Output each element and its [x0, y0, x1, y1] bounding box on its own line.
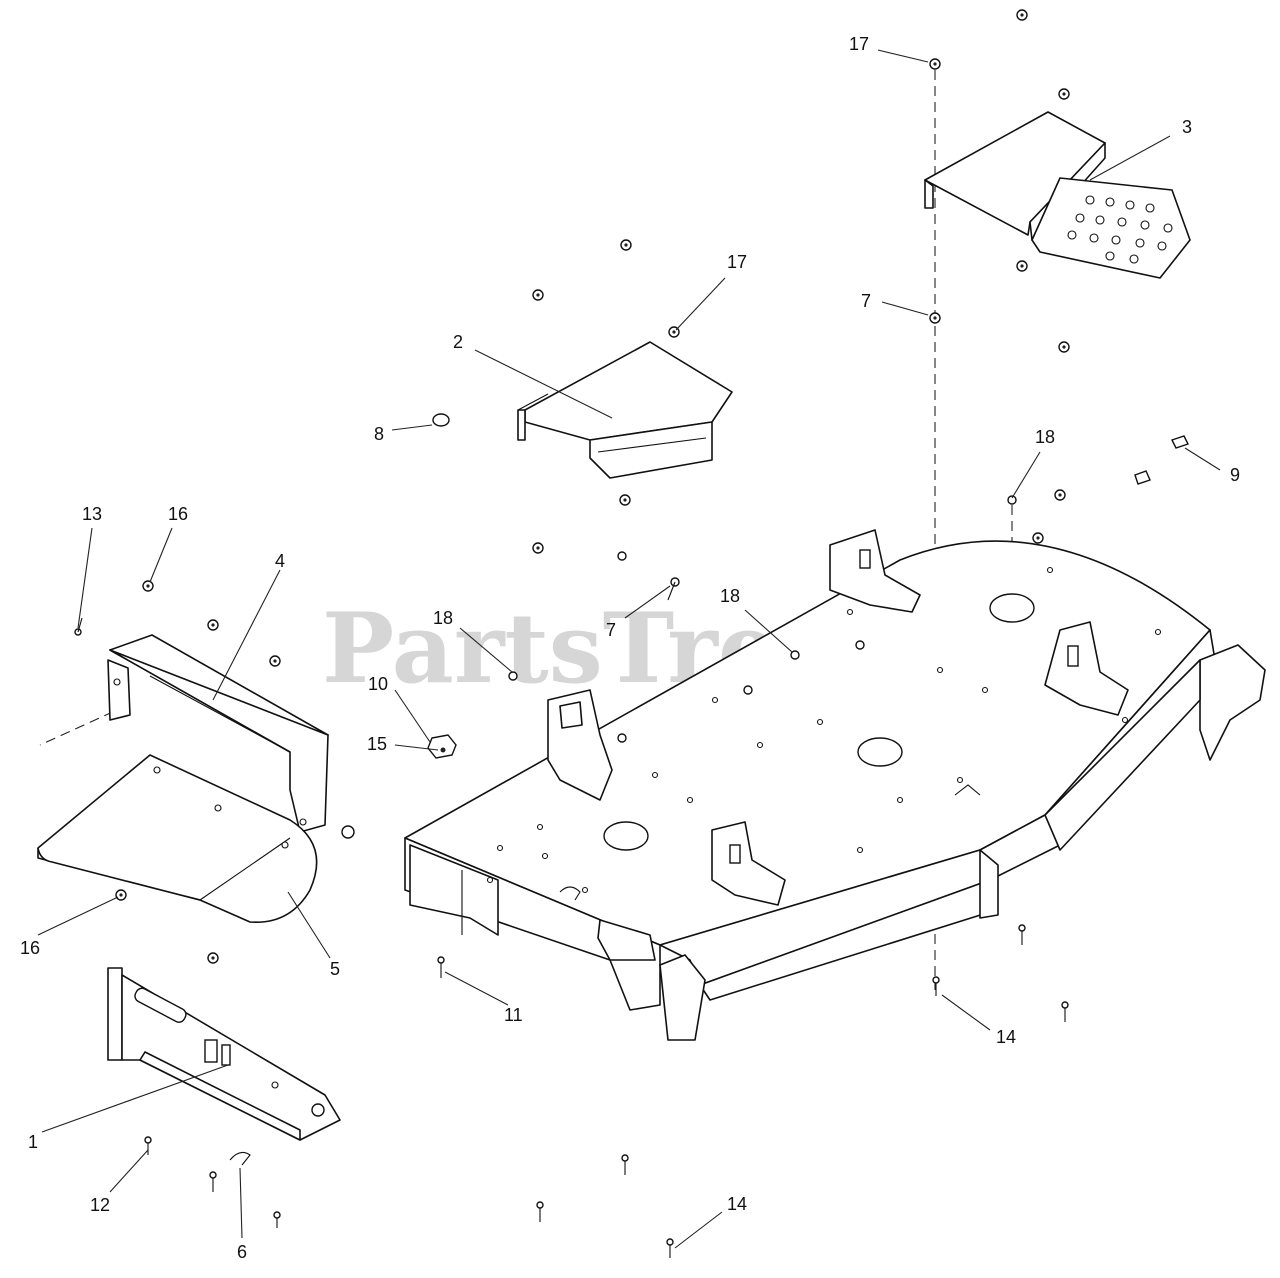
perforation-holes [1067, 195, 1173, 264]
hex-nut [532, 289, 544, 301]
callout-11: 11 [504, 1005, 523, 1025]
hex-nut [929, 312, 941, 324]
hex-nut [142, 580, 154, 592]
carriage-bolt [437, 956, 445, 978]
carriage-bolt [273, 1211, 281, 1228]
callout-16-lower: 16 [20, 938, 40, 958]
hex-nut [1032, 532, 1044, 544]
bolt [74, 617, 83, 636]
bolt [1007, 495, 1017, 505]
carriage-bolt [1018, 924, 1026, 945]
hex-nut [929, 58, 941, 70]
spindle-bracket-center [711, 821, 786, 906]
callout-3: 3 [1182, 117, 1192, 137]
part-5-baffle [37, 754, 318, 923]
callout-9: 9 [1230, 465, 1240, 485]
bolt [790, 650, 800, 660]
callout-8: 8 [374, 424, 384, 444]
hex-nut [1058, 341, 1070, 353]
part-9-clip [1134, 435, 1189, 485]
part-3-deflector [924, 111, 1191, 279]
callout-4: 4 [275, 551, 285, 571]
carriage-bolt [932, 976, 940, 996]
leader-lines [37, 49, 1221, 1249]
hex-nut [620, 239, 632, 251]
hex-nut [207, 952, 219, 964]
hex-nut [532, 542, 544, 554]
part-10-lock-nut [427, 734, 457, 759]
callout-2: 2 [453, 332, 463, 352]
hex-nut [1054, 489, 1066, 501]
callout-17-upper: 17 [849, 34, 869, 54]
hex-nut [1016, 260, 1028, 272]
callout-7-lower: 7 [606, 620, 616, 640]
spindle-bracket-left [547, 689, 613, 801]
carriage-bolt [1061, 1001, 1069, 1022]
mower-deck [404, 529, 1266, 1041]
callout-18-left: 18 [433, 608, 453, 628]
bolt [341, 825, 355, 839]
callout-14-right: 14 [996, 1027, 1016, 1047]
callout-18-center: 18 [720, 586, 740, 606]
bolt [667, 577, 680, 601]
callout-13: 13 [82, 504, 102, 524]
callout-5: 5 [330, 959, 340, 979]
part-8-washer [432, 413, 450, 427]
hex-nut [115, 889, 127, 901]
callout-7-upper: 7 [861, 291, 871, 311]
spindle-bracket-right [1044, 621, 1129, 716]
callout-14-bottom: 14 [727, 1194, 747, 1214]
part-2-deflector [517, 341, 733, 479]
part-15-pin [440, 747, 446, 753]
bolt [617, 733, 627, 743]
hex-nut [619, 494, 631, 506]
callout-15: 15 [367, 734, 387, 754]
part-6-hairpin [229, 1151, 251, 1166]
carriage-bolt [536, 1201, 544, 1222]
bolt [617, 551, 627, 561]
callout-labels: 1 2 3 4 5 6 7 7 8 9 10 11 12 13 14 14 15… [20, 34, 1240, 1262]
callout-1: 1 [28, 1132, 38, 1152]
spindle-bracket-rear [829, 529, 921, 613]
hardware [74, 9, 1189, 1258]
hex-nut [1016, 9, 1028, 21]
carriage-bolt [666, 1238, 674, 1258]
bolt [743, 685, 753, 695]
callout-12: 12 [90, 1195, 110, 1215]
callout-16-upper: 16 [168, 504, 188, 524]
callout-10: 10 [368, 674, 388, 694]
carriage-bolt [621, 1154, 629, 1175]
callout-18-right: 18 [1035, 427, 1055, 447]
callout-17-middle: 17 [727, 252, 747, 272]
hex-nut [1058, 88, 1070, 100]
bolt [508, 671, 518, 681]
callout-6: 6 [237, 1242, 247, 1262]
hex-nut [207, 619, 219, 631]
hex-nut [269, 655, 281, 667]
carriage-bolt [209, 1171, 217, 1192]
carriage-bolt [144, 1136, 152, 1155]
bolt [855, 640, 865, 650]
part-1-mount-bracket [107, 967, 341, 1141]
